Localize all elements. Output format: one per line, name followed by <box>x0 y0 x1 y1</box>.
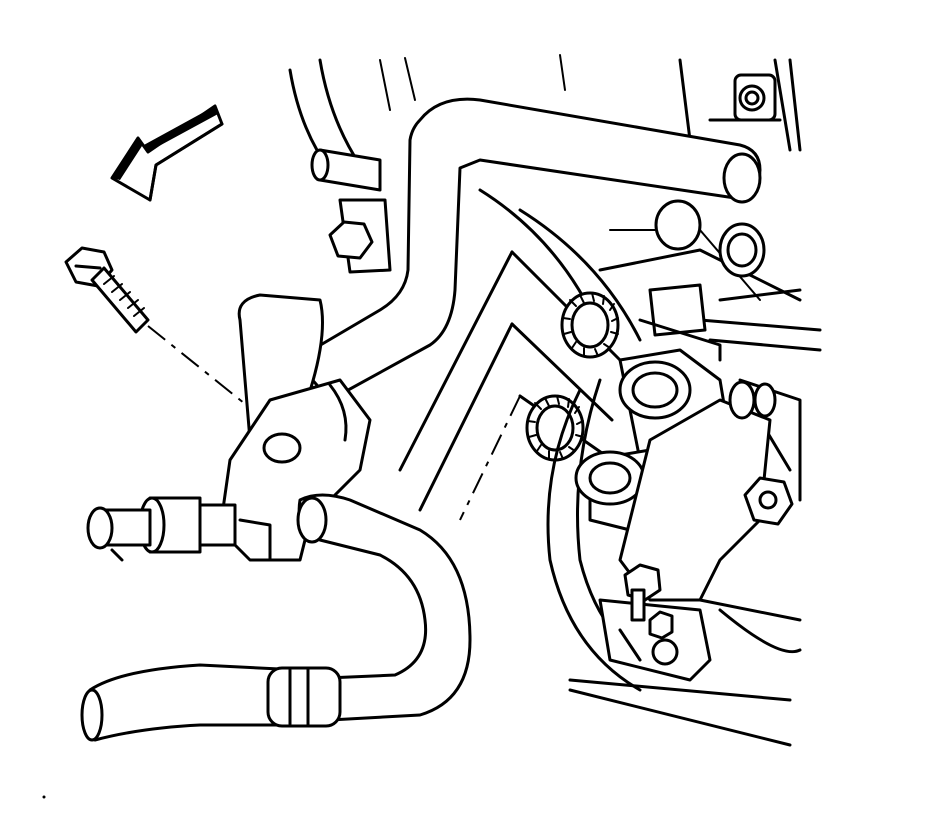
upper-refrigerant-tube <box>293 97 762 402</box>
seal-washer-icon <box>525 291 620 462</box>
lower-refrigerant-hose <box>80 493 472 742</box>
service-port-fitting <box>86 496 237 562</box>
bracket-bolt-icon <box>328 198 392 274</box>
direction-arrow-icon <box>110 104 224 202</box>
line-manifold-block <box>218 293 372 562</box>
bolt-alignment-line <box>147 325 291 441</box>
ac-compressor <box>546 199 802 747</box>
corner-dot <box>42 795 46 799</box>
bolt-icon <box>64 246 150 334</box>
